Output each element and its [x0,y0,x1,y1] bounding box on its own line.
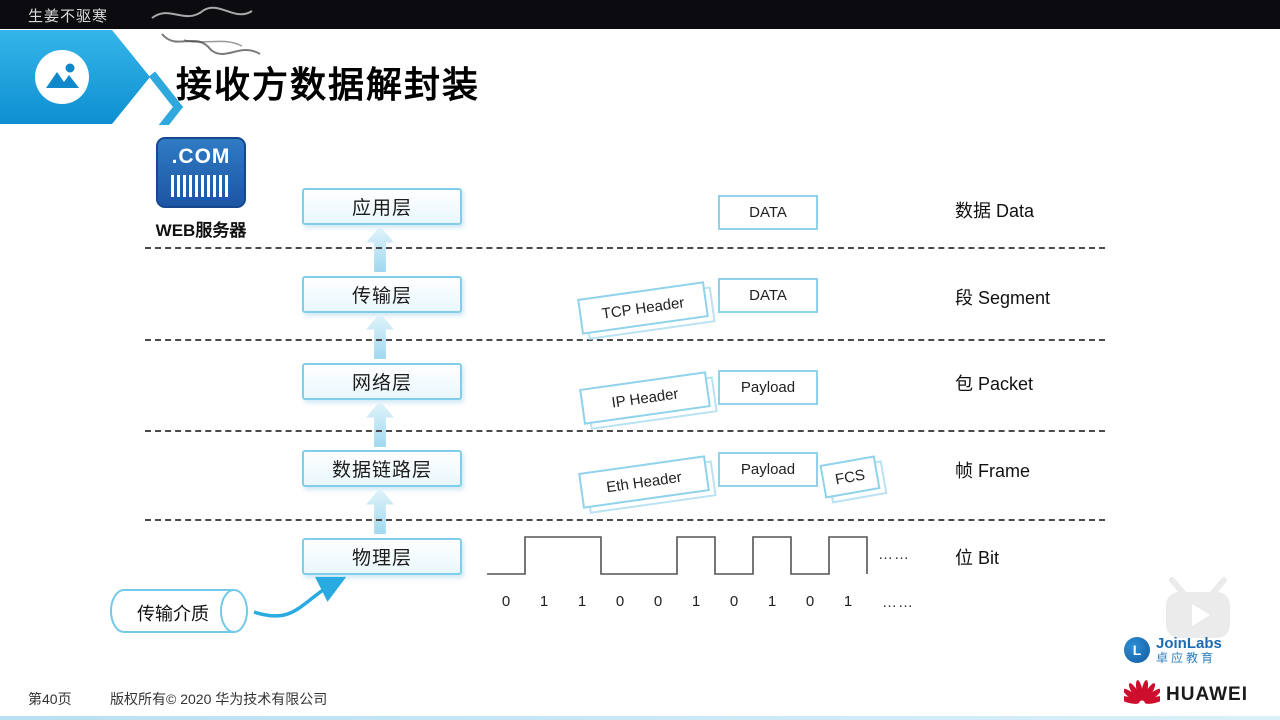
server-com-text: .COM [171,145,231,168]
video-top-bar: 生姜不驱寒 [0,0,1280,29]
pdu-box-fcs: FCS [819,455,881,499]
bit-value: 1 [539,593,549,610]
layer-box-network: 网络层 [302,363,462,400]
waveform-ellipsis: …… [878,546,910,563]
play-watermark-icon [1166,577,1230,638]
web-server-icon: .COM [156,137,246,208]
up-arrow-icon [366,313,394,359]
picture-icon [35,50,89,104]
watermark-text: 生姜不驱寒 [28,8,109,25]
pdu-label-bit: 位 Bit [955,548,1000,568]
joinlabs-icon: L [1124,637,1150,664]
bit-value: 0 [615,593,625,610]
pdu-box-payload: Payload [718,370,818,405]
bit-value: 0 [729,593,739,610]
chevron-icon [148,71,184,125]
dashed-divider [145,247,1105,249]
huawei-wordmark: HUAWEI [1166,684,1248,705]
layer-box-physical: 物理层 [302,538,462,575]
bit-value: 0 [805,593,815,610]
bottom-accent-strip [0,716,1280,720]
transmission-medium-label: 传输介质 [137,604,209,624]
dashed-divider [145,339,1105,341]
pdu-label-frame: 帧 Frame [955,461,1031,481]
pdu-box-data: DATA [718,278,818,313]
up-arrow-icon [366,488,394,534]
bits-ellipsis: …… [882,594,914,611]
web-server-label: WEB服务器 [155,221,247,240]
layer-box-transport: 传输层 [302,276,462,313]
pdu-box-eth-header: Eth Header [578,455,710,509]
curve-arrow-icon [253,576,347,618]
huawei-logo: HUAWEI [1124,678,1248,708]
handwriting-watermark [151,6,261,55]
dashed-divider [145,519,1105,521]
pdu-label-packet: 包 Packet [955,374,1034,394]
bit-value: 0 [653,593,663,610]
joinlabs-name: JoinLabs [1156,635,1222,652]
bit-value: 1 [577,593,587,610]
joinlabs-logo: L JoinLabs 卓应教育 [1124,636,1222,664]
barcode-icon [171,175,231,197]
up-arrow-icon [366,226,394,272]
bit-waveform [487,536,868,575]
copyright-text: 版权所有© 2020 华为技术有限公司 [110,691,328,707]
page-number: 第40页 [28,691,72,707]
dashed-divider [145,430,1105,432]
transmission-medium-cylinder [110,589,248,633]
pdu-label-segment: 段 Segment [955,288,1051,308]
pdu-label-data: 数据 Data [955,201,1035,221]
huawei-flower-icon [1124,680,1160,704]
pdu-box-ip-header: IP Header [579,371,711,425]
bit-value: 1 [843,593,853,610]
bit-value: 1 [767,593,777,610]
header-banner [0,30,184,125]
layer-box-datalink: 数据链路层 [302,450,462,487]
page-title: 接收方数据解封装 [176,64,481,105]
bit-value: 1 [691,593,701,610]
bit-value: 0 [501,593,511,610]
up-arrow-icon [366,401,394,447]
pdu-box-payload: Payload [718,452,818,487]
pdu-box-data: DATA [718,195,818,230]
joinlabs-subtitle: 卓应教育 [1156,650,1217,665]
layer-box-application: 应用层 [302,188,462,225]
pdu-box-tcp-header: TCP Header [577,281,709,335]
